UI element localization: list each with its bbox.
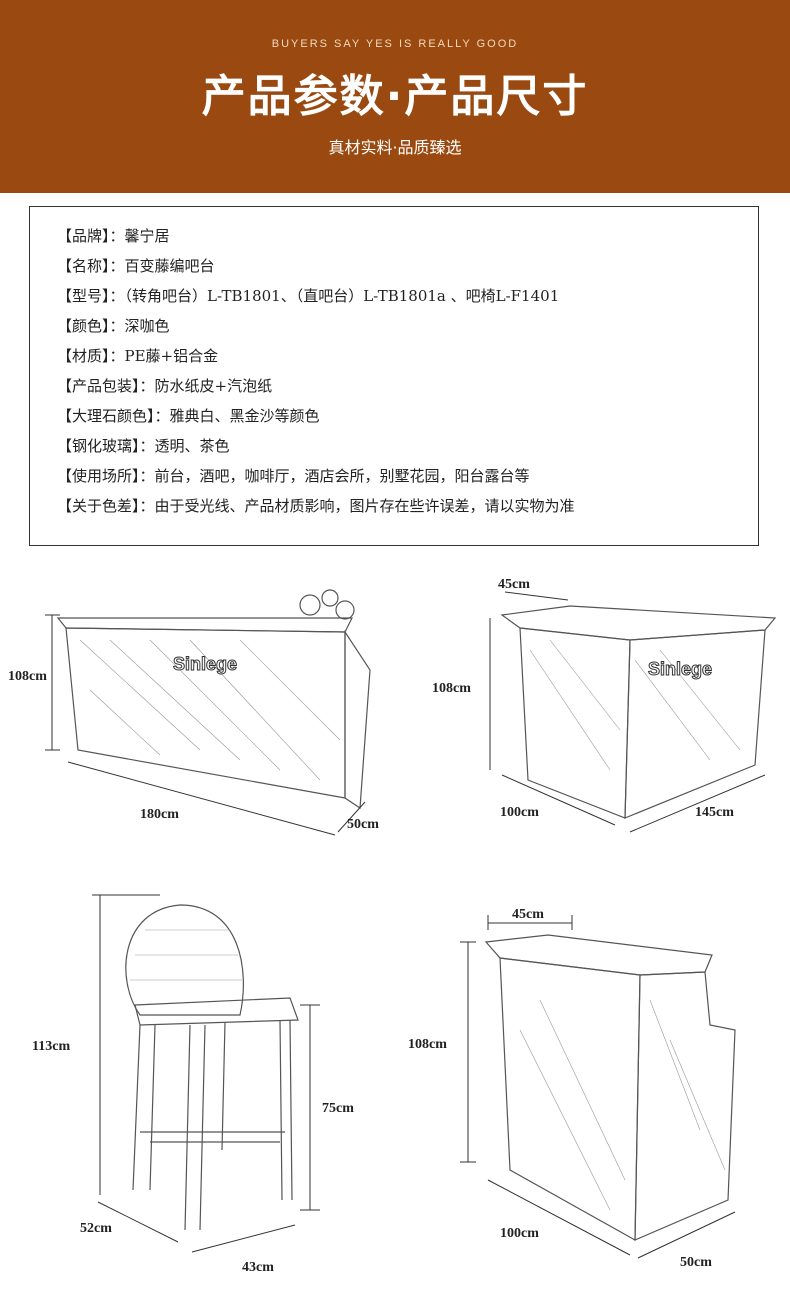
spec-value: 防水纸皮+汽泡纸 (154, 377, 273, 395)
chair-width-label: 43cm (242, 1260, 274, 1275)
corner-bar-height-label: 108cm (432, 681, 471, 696)
spec-row-glass: 【钢化玻璃】：透明、茶色 (57, 431, 575, 461)
corner-bar-top-label: 45cm (498, 577, 530, 592)
side-bar-top-label: 45cm (512, 907, 544, 922)
spec-row-color-note: 【关于色差】：由于受光线、产品材质影响，图片存在些许误差，请以实物为准 (57, 491, 575, 521)
spec-value: 馨宁居 (124, 227, 170, 245)
spec-value: 由于受光线、产品材质影响，图片存在些许误差，请以实物为准 (154, 497, 575, 515)
header-banner: BUYERS SAY YES IS REALLY GOOD 产品参数·产品尺寸 … (0, 0, 790, 193)
corner-bar-side-a-label: 100cm (500, 805, 539, 820)
spec-label: 【关于色差】： (57, 497, 155, 515)
spec-value: 透明、茶色 (154, 437, 230, 455)
spec-box: 【品牌】：馨宁居 【名称】：百变藤编吧台 【型号】：（转角吧台）L-TB1801… (29, 206, 759, 546)
brand-logo: Sinlege (173, 654, 237, 674)
corner-bar-side-b-label: 145cm (695, 805, 734, 820)
spec-label: 【产品包装】： (57, 377, 155, 395)
spec-label: 【使用场所】： (57, 467, 155, 485)
corner-bar-figure: Sinlege 45cm 108cm 100cm 145cm (432, 577, 777, 833)
chair-depth-label: 52cm (80, 1221, 112, 1236)
straight-bar-depth-label: 50cm (347, 817, 379, 832)
spec-value: PE藤+铝合金 (124, 347, 219, 365)
spec-value: 深咖色 (124, 317, 170, 335)
spec-label: 【颜色】： (57, 317, 125, 335)
spec-row-color: 【颜色】：深咖色 (57, 311, 575, 341)
chair-sketch (125, 904, 299, 1231)
chair-seat-height-label: 75cm (322, 1101, 354, 1116)
spec-value: 雅典白、黑金沙等颜色 (169, 407, 320, 425)
straight-bar-figure: Sinlege 108cm 180cm 50cm (8, 589, 379, 836)
spec-row-material: 【材质】：PE藤+铝合金 (57, 341, 575, 371)
side-bar-figure: 45cm 108cm 100cm 50cm (408, 907, 736, 1270)
banner-title: 产品参数·产品尺寸 (201, 71, 589, 122)
spec-label: 【型号】： (57, 287, 125, 305)
spec-value: 百变藤编吧台 (124, 257, 215, 275)
spec-value: （转角吧台）L-TB1801、（直吧台）L-TB1801a 、吧椅L-F1401 (124, 287, 560, 305)
chair-height-label: 113cm (32, 1039, 70, 1054)
spec-row-name: 【名称】：百变藤编吧台 (57, 251, 575, 281)
brand-logo: Sinlege (648, 659, 712, 679)
spec-label: 【材质】： (57, 347, 125, 365)
banner-tagline: 真材实料·品质臻选 (328, 138, 462, 157)
straight-bar-length-label: 180cm (140, 807, 179, 822)
straight-bar-sketch (56, 589, 371, 810)
side-bar-length-label: 100cm (500, 1226, 539, 1241)
spec-list: 【品牌】：馨宁居 【名称】：百变藤编吧台 【型号】：（转角吧台）L-TB1801… (57, 221, 575, 521)
side-bar-depth-label: 50cm (680, 1255, 712, 1270)
spec-value: 前台，酒吧，咖啡厅，酒店会所，别墅花园，阳台露台等 (154, 467, 530, 485)
chair-figure: 113cm 75cm 52cm 43cm (32, 894, 354, 1275)
spec-label: 【大理石颜色】： (57, 407, 170, 425)
corner-bar-sketch (500, 605, 777, 819)
spec-row-brand: 【品牌】：馨宁居 (57, 221, 575, 251)
spec-row-marble-color: 【大理石颜色】：雅典白、黑金沙等颜色 (57, 401, 575, 431)
side-bar-height-label: 108cm (408, 1037, 447, 1052)
spec-row-usage: 【使用场所】：前台，酒吧，咖啡厅，酒店会所，别墅花园，阳台露台等 (57, 461, 575, 491)
spec-row-packaging: 【产品包装】：防水纸皮+汽泡纸 (57, 371, 575, 401)
side-bar-sketch (484, 934, 736, 1242)
length-dimension-line (67, 761, 336, 836)
spec-row-model: 【型号】：（转角吧台）L-TB1801、（直吧台）L-TB1801a 、吧椅L-… (57, 281, 575, 311)
straight-bar-height-label: 108cm (8, 669, 47, 684)
spec-label: 【名称】： (57, 257, 125, 275)
spec-label: 【钢化玻璃】： (57, 437, 155, 455)
spec-label: 【品牌】： (57, 227, 125, 245)
banner-subtitle: BUYERS SAY YES IS REALLY GOOD (271, 38, 519, 50)
